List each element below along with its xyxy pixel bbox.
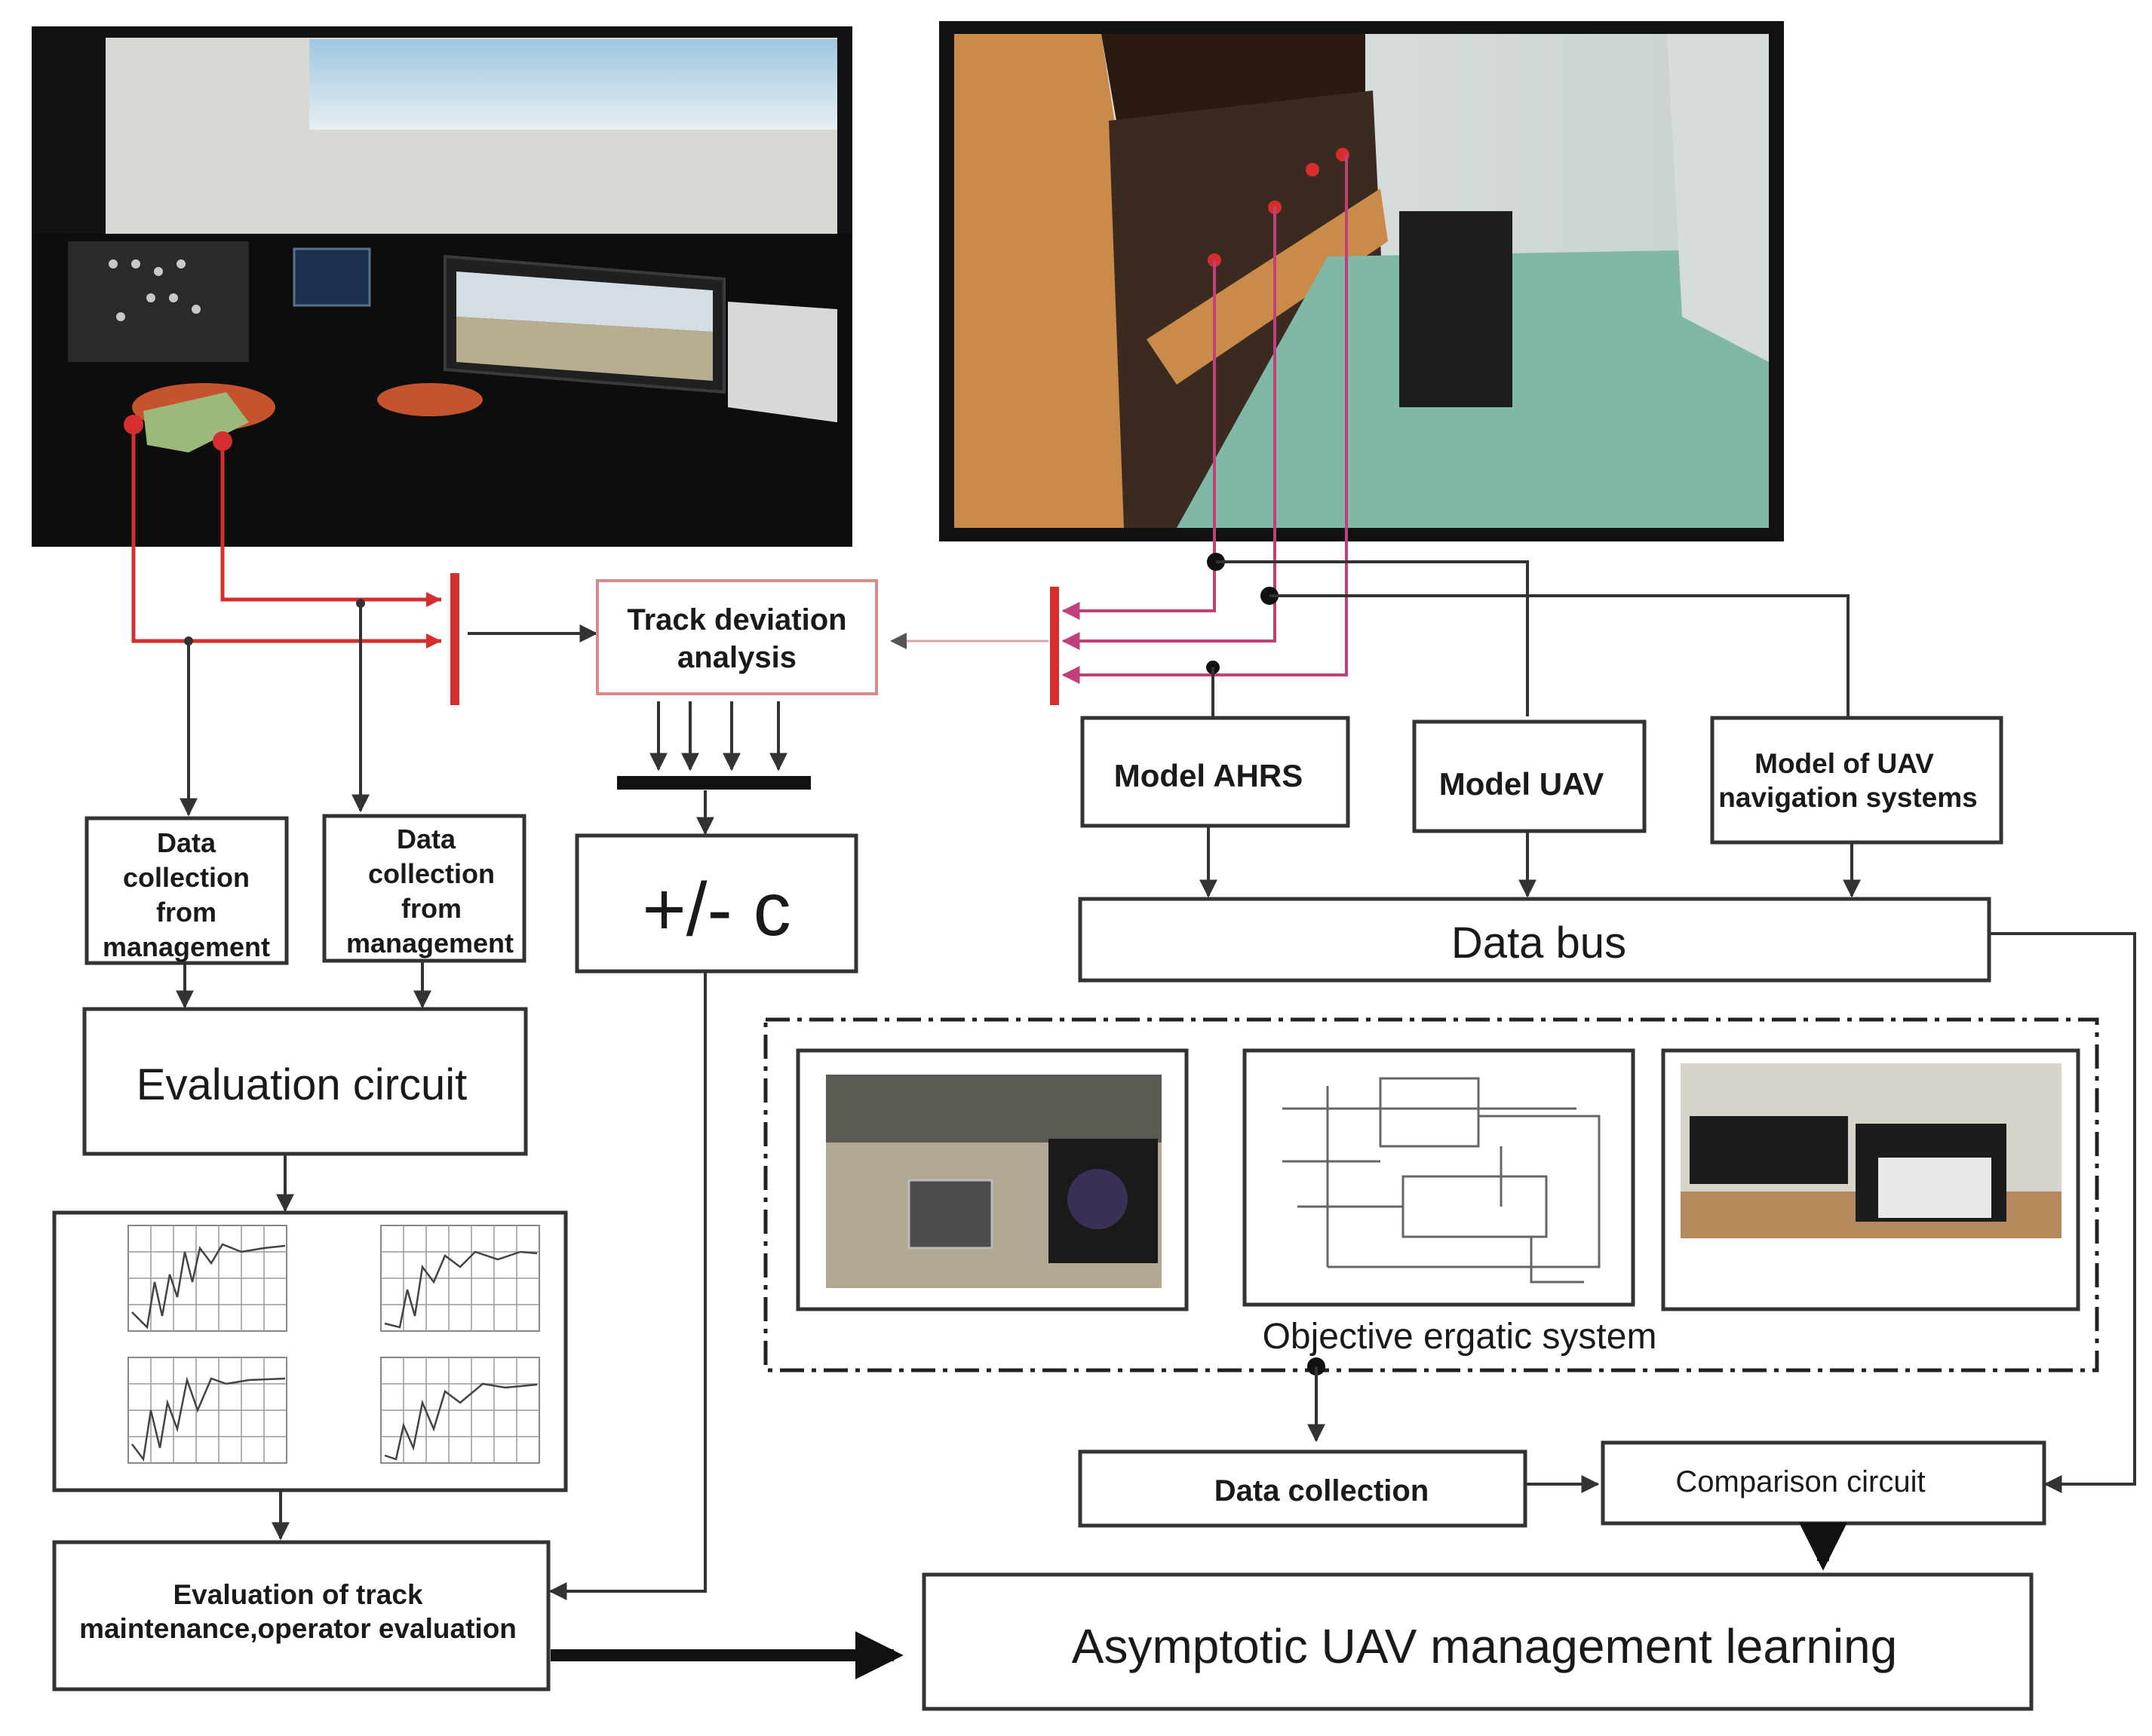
comparison-circuit-box: Comparison circuit (1601, 1440, 2046, 1526)
svg-text:+/- c: +/- c (642, 867, 790, 952)
svg-text:Objective ergatic system: Objective ergatic system (1263, 1317, 1657, 1357)
model-connectors (1206, 553, 1850, 716)
graph-top-right (380, 1225, 540, 1332)
svg-text:navigation systems: navigation systems (1718, 782, 1977, 813)
svg-text:from: from (401, 893, 462, 924)
data-collection-box: Data collection (1078, 1449, 1527, 1528)
data-bus-box: Data bus (1078, 897, 1991, 983)
svg-text:Data: Data (397, 824, 456, 854)
asymptotic-learning-box: Asymptotic UAV management learning (922, 1572, 2034, 1711)
svg-text:management: management (346, 928, 514, 958)
flight-simulator-cockpit-photo (32, 26, 852, 547)
objective-ergatic-system: Objective ergatic system (763, 1017, 2099, 1373)
plus-minus-c-box: +/- c (575, 833, 858, 974)
svg-text:collection: collection (123, 862, 250, 893)
svg-text:Data collection: Data collection (1214, 1474, 1429, 1507)
model-ahrs-box: Model AHRS (1080, 716, 1350, 828)
svg-text:collection: collection (368, 858, 495, 889)
electrical-schematic-drawing (1242, 1048, 1635, 1307)
data-collection-left-box: Data collection from management (84, 816, 289, 965)
evaluation-circuit-box: Evaluation circuit (82, 1007, 528, 1156)
graph-top-left (127, 1225, 287, 1332)
control-unit-on-desk-photo (1661, 1048, 2080, 1311)
model-uav-box: Model UAV (1412, 719, 1647, 833)
svg-text:Data bus: Data bus (1451, 919, 1626, 968)
track-deviation-box: Track deviation analysis (596, 579, 878, 695)
svg-text:Evaluation circuit: Evaluation circuit (137, 1060, 467, 1109)
model-nav-box: Model of UAV navigation systems (1710, 716, 2003, 845)
evaluation-graphs-panel (52, 1210, 568, 1492)
svg-text:Track deviation: Track deviation (627, 603, 846, 636)
sensor-wires-left (124, 415, 459, 705)
svg-text:analysis: analysis (677, 641, 797, 674)
uav-test-bench-room-photo (939, 21, 1784, 541)
data-collection-right-box: Data collection from management (322, 814, 526, 963)
graph-bottom-left (127, 1357, 287, 1464)
left-connectors (176, 599, 707, 1600)
svg-text:Data: Data (157, 827, 216, 858)
sensor-wires-right (1050, 155, 1348, 705)
avionics-equipment-photo (796, 1048, 1189, 1311)
svg-text:from: from (156, 897, 216, 928)
svg-text:Asymptotic UAV management lear: Asymptotic UAV management learning (1072, 1619, 1897, 1673)
svg-text:Model of UAV: Model of UAV (1754, 748, 1934, 779)
graph-bottom-right (380, 1357, 540, 1464)
evaluation-of-track-box: Evaluation of track maintenance,operator… (52, 1540, 551, 1692)
deviation-outputs (617, 701, 811, 836)
svg-text:management: management (103, 931, 270, 962)
svg-text:Comparison circuit: Comparison circuit (1675, 1465, 1925, 1498)
svg-text:Model UAV: Model UAV (1439, 766, 1604, 802)
svg-text:Evaluation of track: Evaluation of track (173, 1579, 422, 1610)
svg-text:maintenance,operator evaluatio: maintenance,operator evaluation (79, 1613, 517, 1644)
svg-text:Model AHRS: Model AHRS (1114, 758, 1303, 793)
